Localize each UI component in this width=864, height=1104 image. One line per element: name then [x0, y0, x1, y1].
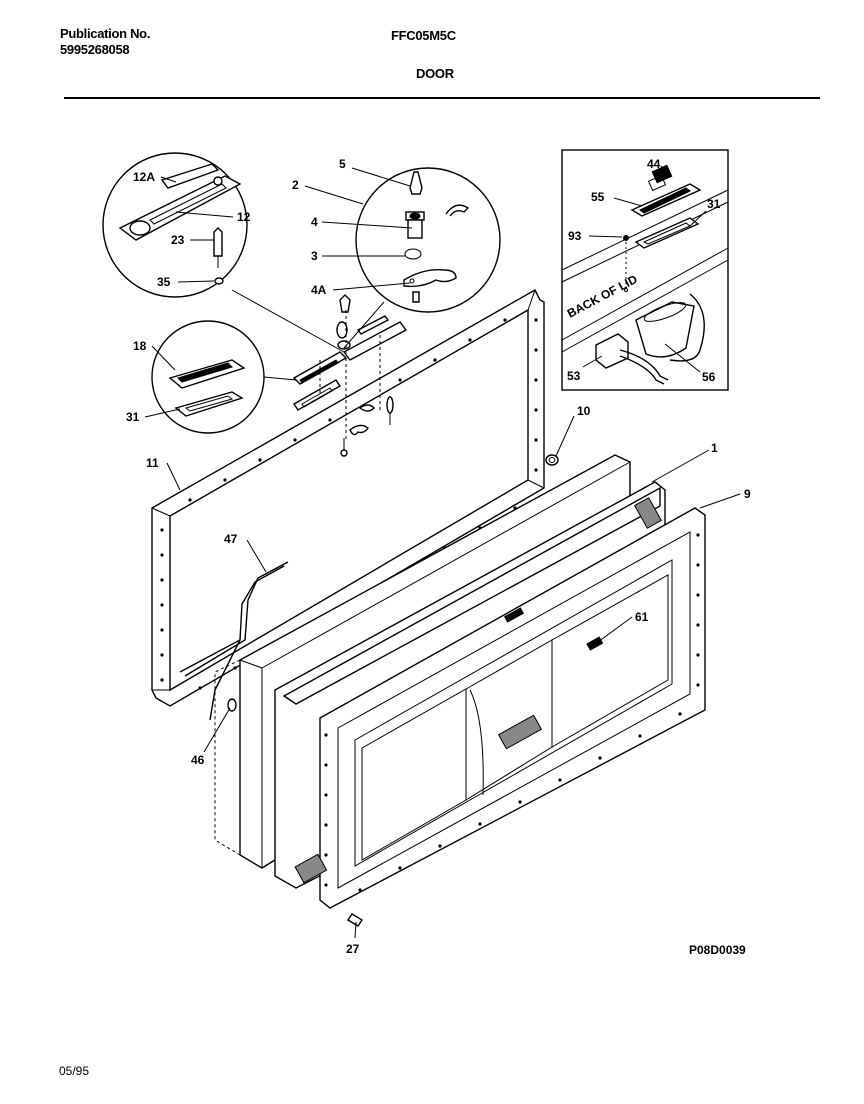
callout-11: 11	[146, 456, 159, 470]
header-rule	[64, 97, 820, 99]
callout-3: 3	[311, 249, 318, 263]
section-title: DOOR	[416, 66, 454, 81]
publication-number: 5995268058	[60, 42, 130, 57]
callout-56: 56	[702, 370, 716, 384]
publication-date: 05/95	[59, 1064, 90, 1078]
leader-lines	[144, 165, 741, 939]
callout-93: 93	[568, 229, 582, 243]
handle-assembly	[292, 294, 559, 466]
publication-label: Publication No.	[60, 26, 151, 41]
callout-44: 44	[647, 157, 661, 171]
detail-circle-handle-bracket	[102, 152, 248, 298]
callout-46: 46	[191, 753, 205, 767]
callout-1: 1	[711, 441, 718, 455]
callout-5: 5	[339, 157, 346, 171]
callout-12a: 12A	[133, 170, 155, 184]
detail-circle-handle-pad	[151, 320, 265, 434]
callout-4a: 4A	[311, 283, 327, 297]
detail-circle-lock	[355, 167, 501, 313]
callout-4: 4	[311, 215, 318, 229]
callout-35: 35	[157, 275, 171, 289]
callout-18: 18	[133, 339, 147, 353]
model-number: FFC05M5C	[391, 28, 456, 43]
door-gasket-frame	[151, 289, 545, 707]
callout-55: 55	[591, 190, 605, 204]
callout-12: 12	[237, 210, 251, 224]
callout-31-inset: 31	[707, 197, 721, 211]
door-liner	[274, 481, 706, 927]
callout-47: 47	[224, 532, 238, 546]
callout-31-pad: 31	[126, 410, 140, 424]
callout-10: 10	[577, 404, 591, 418]
callout-9: 9	[744, 487, 751, 501]
callout-labels: 1 2 3 4 4A 5 9 10 11 12 12A 18 23 27 31 …	[126, 157, 751, 956]
callout-2: 2	[292, 178, 299, 192]
diagram-code: P08D0039	[689, 943, 746, 957]
liner-screw-holes	[324, 533, 700, 892]
callout-27: 27	[346, 942, 360, 956]
inset-lid-light: BACK OF LID	[561, 149, 729, 391]
callout-61: 61	[635, 610, 649, 624]
callout-23: 23	[171, 233, 185, 247]
callout-53: 53	[567, 369, 581, 383]
